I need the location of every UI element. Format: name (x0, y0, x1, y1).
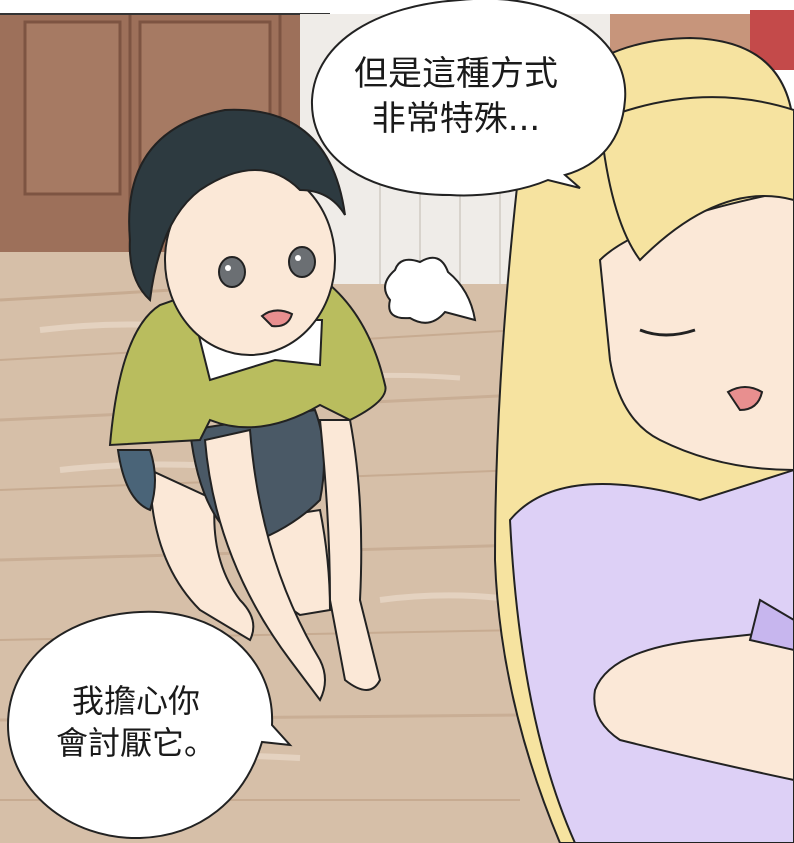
blonde-girl (493, 36, 794, 843)
speech-line: 我擔心你 (71, 682, 200, 720)
speech-bubble-bottom (6, 610, 293, 840)
speech-line: 會討厭它。 (55, 724, 216, 763)
speech-bubble-bottom-text: 我擔心你 會討厭它。 (20, 680, 252, 764)
kneeling-boy (108, 108, 387, 702)
speech-line: 但是這種方式 (354, 54, 558, 94)
sigh-puff (384, 256, 477, 324)
speech-line: 非常特殊... (371, 98, 541, 139)
speech-bubble-top-text: 但是這種方式 非常特殊... (322, 52, 590, 142)
speech-bubble-top (310, 0, 627, 197)
